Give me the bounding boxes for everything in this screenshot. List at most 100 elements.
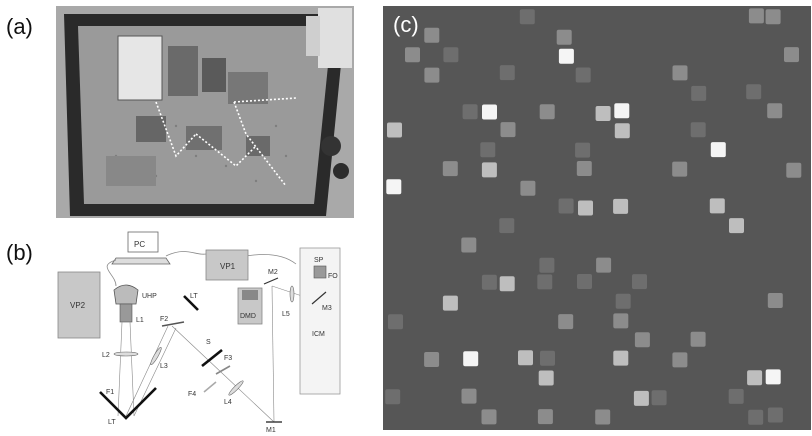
spot <box>767 407 783 423</box>
label-m2: M2 <box>268 269 278 276</box>
label-sp: SP <box>314 257 324 264</box>
spot <box>387 122 402 138</box>
label-s: S <box>206 339 211 346</box>
spot <box>424 352 440 367</box>
spot <box>556 29 572 45</box>
label-f4: F4 <box>188 391 196 398</box>
spot <box>558 314 574 330</box>
spot <box>710 142 726 158</box>
label-vp1: VP1 <box>220 262 236 271</box>
spot <box>499 276 515 292</box>
label-l3: L3 <box>160 363 168 370</box>
spot <box>690 122 706 138</box>
label-l2: L2 <box>102 352 110 359</box>
spot <box>499 218 515 234</box>
spot <box>518 350 533 366</box>
f3-filter <box>215 365 231 375</box>
spot <box>578 200 593 216</box>
label-lt-top: LT <box>190 293 198 300</box>
panel-label-a: (a) <box>6 14 33 39</box>
spot <box>482 104 497 120</box>
spot <box>786 162 802 178</box>
spot <box>709 198 725 214</box>
spot <box>746 84 762 100</box>
spot <box>539 104 555 120</box>
spot <box>462 104 478 120</box>
label-icm: ICM <box>312 331 325 338</box>
spot <box>633 390 649 406</box>
label-l5: L5 <box>282 311 290 318</box>
label-m3: M3 <box>322 305 332 312</box>
spot <box>405 47 420 63</box>
panel-label-c: (c) <box>393 12 419 37</box>
spot <box>558 198 574 214</box>
spot <box>576 161 592 176</box>
label-f3: F3 <box>224 355 232 362</box>
spot <box>461 237 477 253</box>
spot <box>613 198 629 214</box>
spot <box>784 47 799 63</box>
label-l4: L4 <box>224 399 232 406</box>
spot <box>765 369 781 385</box>
spot <box>519 9 535 25</box>
spot <box>520 180 536 196</box>
m2-mirror <box>263 277 279 285</box>
spot <box>537 274 553 290</box>
spot <box>596 257 612 273</box>
vp1-box <box>205 249 249 281</box>
shutter <box>201 348 223 368</box>
spot <box>499 65 515 81</box>
f2-filter <box>161 321 185 327</box>
spot <box>728 388 744 404</box>
spot <box>672 65 688 81</box>
spot <box>386 179 402 195</box>
spot <box>442 295 458 311</box>
label-dmd: DMD <box>240 313 256 320</box>
spot <box>595 409 611 425</box>
spot <box>595 106 611 121</box>
spot <box>690 331 706 347</box>
spot-background <box>383 6 811 430</box>
pc-keyboard <box>111 257 171 265</box>
spot <box>388 314 403 330</box>
spot <box>443 47 459 63</box>
spot <box>481 409 497 425</box>
f4-filter <box>203 381 217 393</box>
spot <box>613 350 629 366</box>
spot <box>767 103 783 119</box>
vp2-box <box>57 271 101 339</box>
spot <box>537 409 553 425</box>
label-uhp: UHP <box>142 293 157 300</box>
spot <box>481 162 497 178</box>
lt-top-trap <box>183 295 199 311</box>
spot <box>765 9 781 25</box>
spot <box>463 351 479 367</box>
pc-monitor <box>127 231 159 253</box>
label-vp2: VP2 <box>70 301 86 310</box>
spot <box>672 161 688 177</box>
spot <box>575 67 591 83</box>
spot <box>558 48 574 64</box>
label-l1: L1 <box>136 317 144 324</box>
spot <box>424 27 440 43</box>
spot <box>614 123 630 139</box>
sample-plate <box>313 265 327 279</box>
spot <box>540 350 555 366</box>
optical-schematic: PC VP1 VP2 UHP L1 L2 L3 F1 LT F2 LT S F3 <box>57 231 341 434</box>
spot <box>748 8 764 24</box>
spot <box>577 274 592 289</box>
spot <box>385 389 401 405</box>
spot <box>442 161 458 177</box>
spot <box>614 103 630 119</box>
spot <box>480 142 496 158</box>
spot <box>672 352 688 368</box>
label-pc: PC <box>134 240 145 249</box>
spot <box>424 67 440 83</box>
spot <box>691 85 707 101</box>
spot <box>729 218 744 234</box>
spot <box>748 409 764 425</box>
spot <box>575 142 591 158</box>
setup-photo <box>56 6 354 218</box>
panel-label-b: (b) <box>6 240 33 265</box>
spot <box>613 313 629 329</box>
